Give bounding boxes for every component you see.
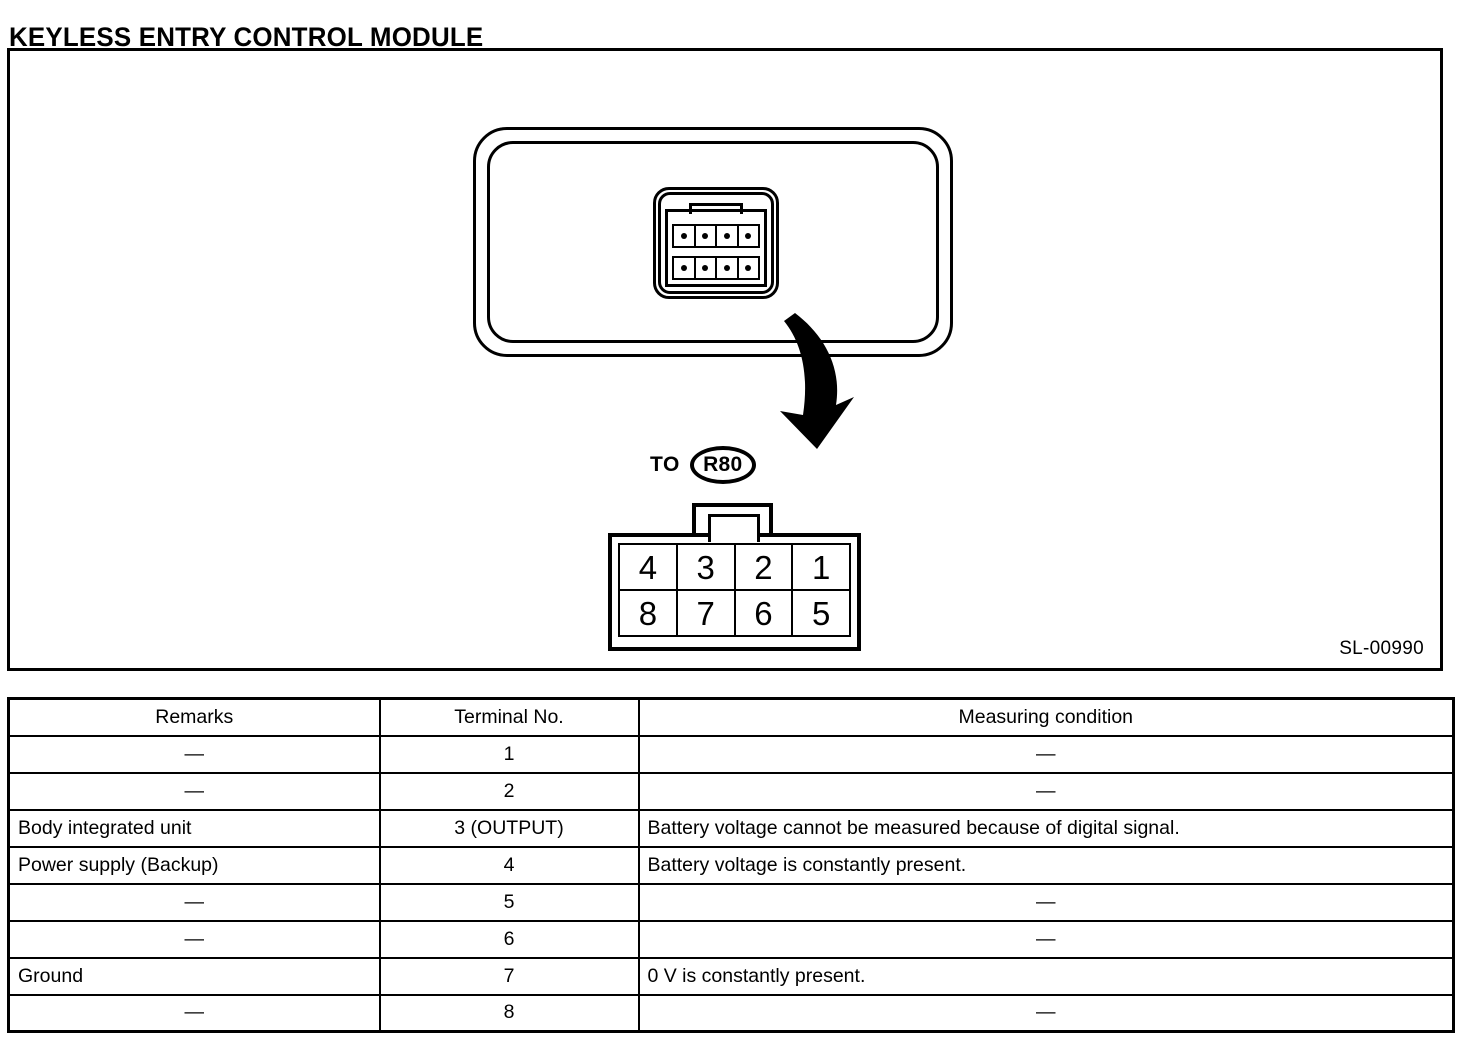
- figure-reference-code: SL-00990: [1339, 638, 1424, 659]
- pinout-terminal-cell: 2: [736, 545, 794, 589]
- column-header-terminal-no: Terminal No.: [378, 697, 640, 737]
- table-row: —2—: [7, 771, 1455, 811]
- pinout-terminal-cell: 6: [736, 591, 794, 635]
- cell-terminal-no: 3 (OUTPUT): [378, 808, 640, 848]
- cell-remarks: —: [7, 771, 381, 811]
- module-housing-outline: [473, 127, 953, 357]
- cell-terminal-no: 2: [378, 771, 640, 811]
- cell-remarks: —: [7, 882, 381, 922]
- table-header-row: Remarks Terminal No. Measuring condition: [7, 697, 1455, 737]
- cell-terminal-no: 8: [378, 993, 640, 1033]
- pinout-row-top: 4 3 2 1: [620, 545, 849, 591]
- page-title: KEYLESS ENTRY CONTROL MODULE: [9, 22, 484, 53]
- connector-pin: [739, 226, 759, 246]
- table-row: —1—: [7, 734, 1455, 774]
- cell-terminal-no: 1: [378, 734, 640, 774]
- connector-body-frame: [665, 209, 767, 287]
- connector-pin: [674, 258, 696, 278]
- figure-panel: TO R80 4 3 2 1 8 7 6 5 SL-00990: [7, 48, 1443, 671]
- cell-measuring-condition: —: [637, 882, 1455, 922]
- cell-terminal-no: 7: [378, 956, 640, 996]
- connector-pinout-diagram: 4 3 2 1 8 7 6 5: [608, 503, 861, 651]
- cell-terminal-no: 6: [378, 919, 640, 959]
- pinout-terminal-cell: 4: [620, 545, 678, 589]
- connector-pin: [696, 226, 717, 246]
- connector-pin: [739, 258, 759, 278]
- module-connector-illustration: [653, 187, 779, 299]
- cell-remarks: —: [7, 919, 381, 959]
- connector-shell-inner: [658, 192, 774, 294]
- connector-shell-outer: [653, 187, 779, 299]
- cell-remarks: Power supply (Backup): [7, 845, 381, 885]
- cell-remarks: —: [7, 734, 381, 774]
- cell-remarks: —: [7, 993, 381, 1033]
- cell-remarks: Body integrated unit: [7, 808, 381, 848]
- cell-terminal-no: 4: [378, 845, 640, 885]
- pinout-terminal-cell: 7: [678, 591, 736, 635]
- module-housing-inner-outline: [487, 141, 939, 343]
- connector-pin: [717, 226, 739, 246]
- connector-pin-row-bottom: [672, 256, 760, 280]
- pinout-terminal-cell: 8: [620, 591, 678, 635]
- table-row: —8—: [7, 993, 1455, 1033]
- pinout-terminal-cell: 5: [811, 594, 831, 632]
- column-header-remarks: Remarks: [7, 697, 381, 737]
- cell-remarks: Ground: [7, 956, 381, 996]
- connector-pin: [717, 258, 739, 278]
- connector-body: [665, 203, 767, 287]
- to-label-text: TO: [650, 453, 680, 476]
- table-row: —6—: [7, 919, 1455, 959]
- connector-latch-tab: [689, 203, 743, 214]
- cell-measuring-condition: —: [637, 771, 1455, 811]
- cell-measuring-condition: Battery voltage cannot be measured becau…: [637, 808, 1455, 848]
- connector-ref-badge: R80: [689, 446, 756, 484]
- table-row: —5—: [7, 882, 1455, 922]
- pinout-latch-tab-inner: [708, 514, 760, 542]
- pinout-terminal-grid: 4 3 2 1 8 7 6 5: [618, 543, 851, 637]
- connector-destination-label: TO R80: [650, 444, 756, 486]
- column-header-measuring-condition: Measuring condition: [637, 697, 1455, 737]
- cell-measuring-condition: —: [637, 919, 1455, 959]
- pinout-row-bottom: 8 7 6 5: [620, 591, 849, 635]
- cell-measuring-condition: —: [637, 734, 1455, 774]
- cell-measuring-condition: Battery voltage is constantly present.: [637, 845, 1455, 885]
- cell-terminal-no: 5: [378, 882, 640, 922]
- connector-pin: [674, 226, 696, 246]
- curved-arrow-icon: [780, 313, 854, 449]
- terminal-specification-table: Remarks Terminal No. Measuring condition…: [7, 697, 1455, 1033]
- cell-measuring-condition: 0 V is constantly present.: [637, 956, 1455, 996]
- cell-measuring-condition: —: [637, 993, 1455, 1033]
- connector-pin: [696, 258, 717, 278]
- pinout-terminal-cell: 3: [678, 545, 736, 589]
- pinout-terminal-cell: 1: [811, 548, 831, 586]
- connector-pin-row-top: [672, 224, 760, 248]
